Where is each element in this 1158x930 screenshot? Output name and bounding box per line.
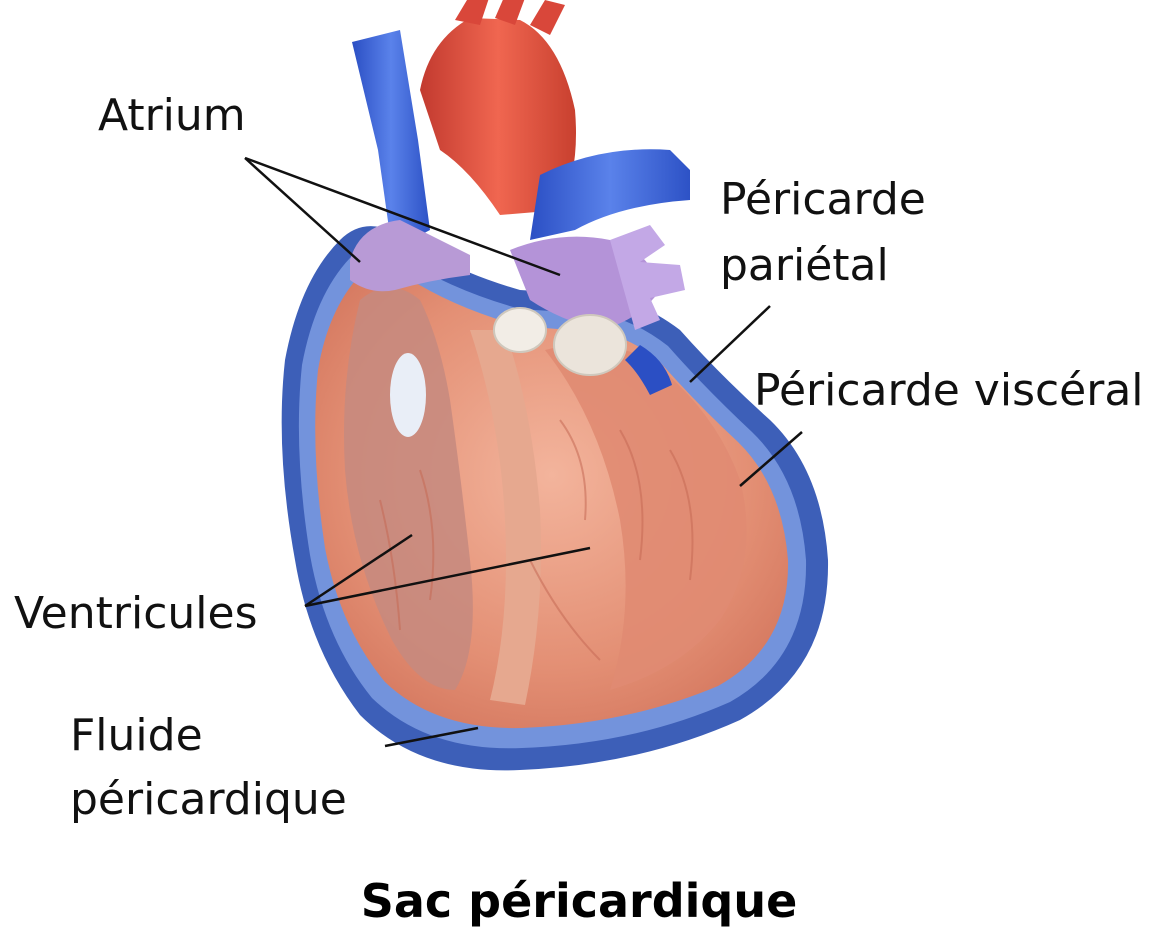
label-pericarde-parietal-line1: Péricarde [720,172,926,228]
label-fluide-line2: péricardique [70,772,347,828]
valve-left [494,308,546,352]
diagram-caption: Sac péricardique [0,872,1158,930]
label-pericarde-parietal-line2: pariétal [720,238,889,294]
label-atrium: Atrium [98,88,246,144]
label-fluide-line1: Fluide [70,708,203,764]
label-pericarde-visceral: Péricarde viscéral [754,363,1144,419]
valve-highlight [390,353,426,437]
vena-cava [352,30,430,250]
label-ventricules: Ventricules [14,586,258,642]
atrium-line-a [245,158,360,262]
valve-right [554,315,626,375]
